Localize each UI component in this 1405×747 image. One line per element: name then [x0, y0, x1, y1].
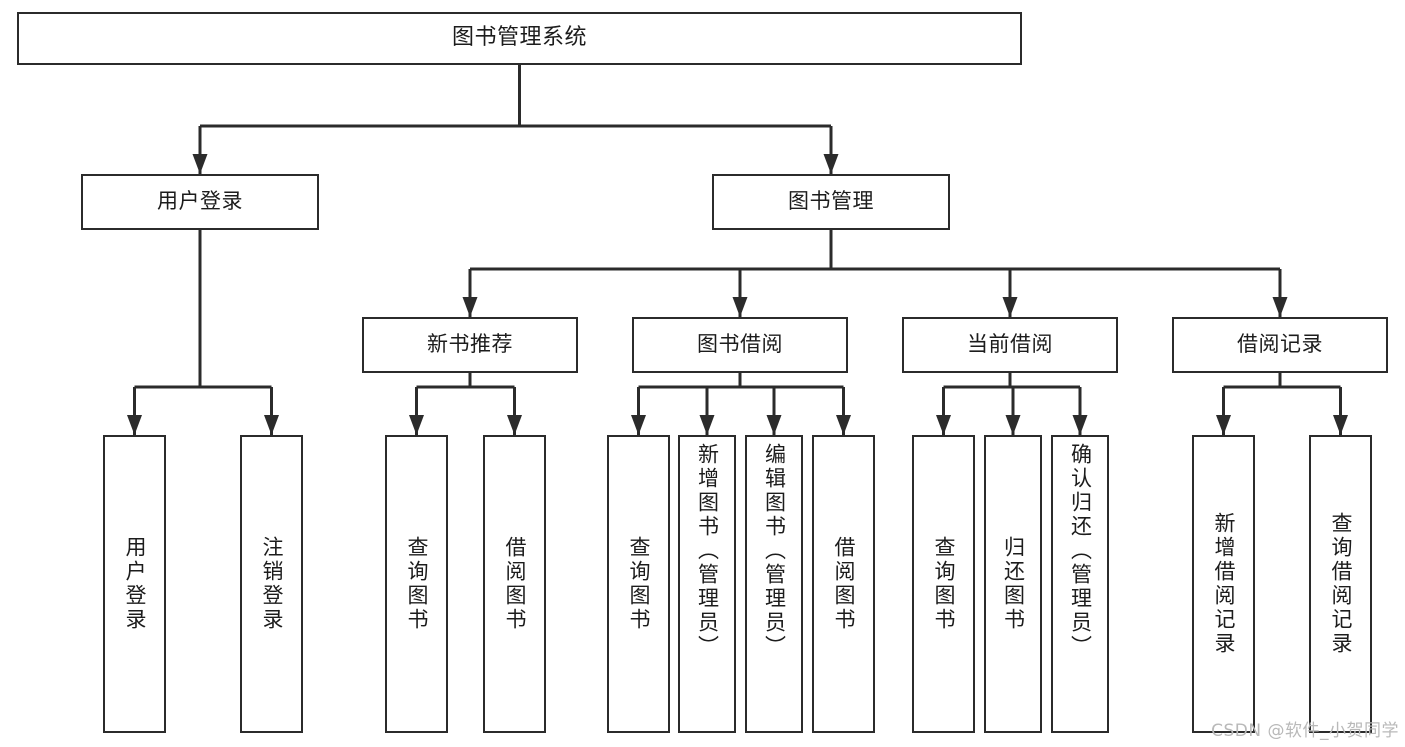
node-label: 借阅图书 [503, 536, 527, 632]
node-leaf_bb_borrow[interactable]: 借阅图书 [812, 435, 875, 733]
node-label: 新增借阅记录 [1212, 512, 1236, 656]
node-borrow_record[interactable]: 借阅记录 [1172, 317, 1388, 373]
node-label: 当前借阅 [967, 332, 1053, 357]
node-new_book_rec[interactable]: 新书推荐 [362, 317, 578, 373]
watermark: CSDN @软件_小贺同学 [1211, 721, 1399, 741]
node-label: 用户登录 [123, 536, 147, 632]
node-label: 查询图书 [405, 536, 429, 632]
node-user_login[interactable]: 用户登录 [81, 174, 319, 230]
node-label: 新书推荐 [427, 332, 513, 357]
node-label: 图书管理系统 [451, 25, 587, 51]
node-leaf_bb_query[interactable]: 查询图书 [607, 435, 670, 733]
node-label: 借阅记录 [1237, 332, 1323, 357]
node-label: 新增图书（管理员） [695, 443, 720, 659]
node-label: 借阅图书 [832, 536, 856, 632]
node-leaf_user_logout[interactable]: 注销登录 [240, 435, 303, 733]
node-label: 查询借阅记录 [1329, 512, 1353, 656]
node-label: 用户登录 [157, 189, 243, 214]
node-label: 编辑图书（管理员） [762, 443, 787, 659]
node-leaf_cb_query[interactable]: 查询图书 [912, 435, 975, 733]
node-leaf_br_add[interactable]: 新增借阅记录 [1192, 435, 1255, 733]
node-leaf_br_query[interactable]: 查询借阅记录 [1309, 435, 1372, 733]
node-label: 图书借阅 [697, 332, 783, 357]
node-label: 确认归还（管理员） [1068, 443, 1093, 659]
node-leaf_rec_query[interactable]: 查询图书 [385, 435, 448, 733]
node-book_manage[interactable]: 图书管理 [712, 174, 950, 230]
node-label: 归还图书 [1001, 536, 1026, 632]
node-leaf_cb_return[interactable]: 归还图书 [984, 435, 1042, 733]
node-leaf_user_login[interactable]: 用户登录 [103, 435, 166, 733]
node-leaf_bb_edit[interactable]: 编辑图书（管理员） [745, 435, 803, 733]
node-label: 查询图书 [627, 536, 651, 632]
node-current_borrow[interactable]: 当前借阅 [902, 317, 1118, 373]
node-root[interactable]: 图书管理系统 [17, 12, 1022, 65]
node-book_borrow[interactable]: 图书借阅 [632, 317, 848, 373]
node-label: 查询图书 [932, 536, 956, 632]
node-label: 图书管理 [788, 189, 874, 214]
node-leaf_cb_confirm[interactable]: 确认归还（管理员） [1051, 435, 1109, 733]
node-label: 注销登录 [260, 536, 284, 632]
node-leaf_rec_borrow[interactable]: 借阅图书 [483, 435, 546, 733]
node-leaf_bb_add[interactable]: 新增图书（管理员） [678, 435, 736, 733]
